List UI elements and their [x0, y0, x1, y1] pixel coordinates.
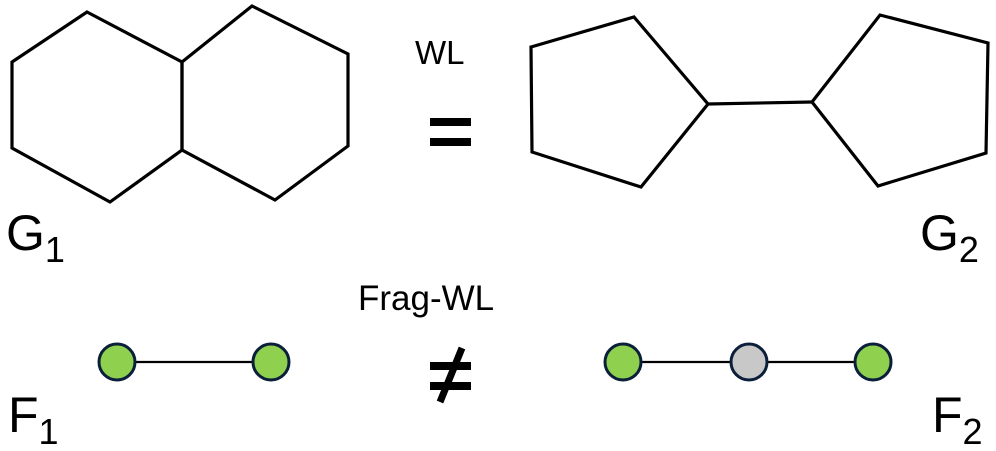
f2-node-bridge [729, 342, 769, 382]
wl-label: WL [415, 34, 465, 71]
g2-label: G2 [920, 205, 979, 270]
g2-label-main: G [920, 205, 959, 261]
g2-right-pentagon [809, 13, 990, 188]
f2-label-main: F [932, 387, 963, 443]
f1-node-1 [97, 342, 137, 382]
graph-g2 [529, 13, 990, 189]
g1-left-hexagon [10, 10, 184, 204]
f2-label-sub: 2 [963, 411, 983, 451]
fragment-f1 [97, 342, 291, 382]
f1-label-sub: 1 [39, 411, 59, 451]
fragment-f2 [603, 342, 893, 382]
g2-bridge-edge [707, 100, 813, 106]
g1-right-hexagon [180, 4, 350, 202]
equals-sign [430, 118, 471, 146]
f2-node-2 [853, 342, 893, 382]
graph-g1 [10, 4, 350, 204]
g1-label-main: G [6, 205, 45, 261]
not-equals-sign [430, 346, 471, 404]
f1-label-main: F [8, 387, 39, 443]
f1-node-2 [251, 342, 291, 382]
g1-label-sub: 1 [45, 229, 65, 270]
g2-left-pentagon [529, 15, 711, 189]
f2-label: F2 [932, 387, 983, 451]
f2-node-1 [603, 342, 643, 382]
g2-label-sub: 2 [959, 229, 979, 270]
frag-wl-label: Frag-WL [358, 279, 494, 318]
g1-label: G1 [6, 205, 65, 270]
f1-label: F1 [8, 387, 59, 451]
